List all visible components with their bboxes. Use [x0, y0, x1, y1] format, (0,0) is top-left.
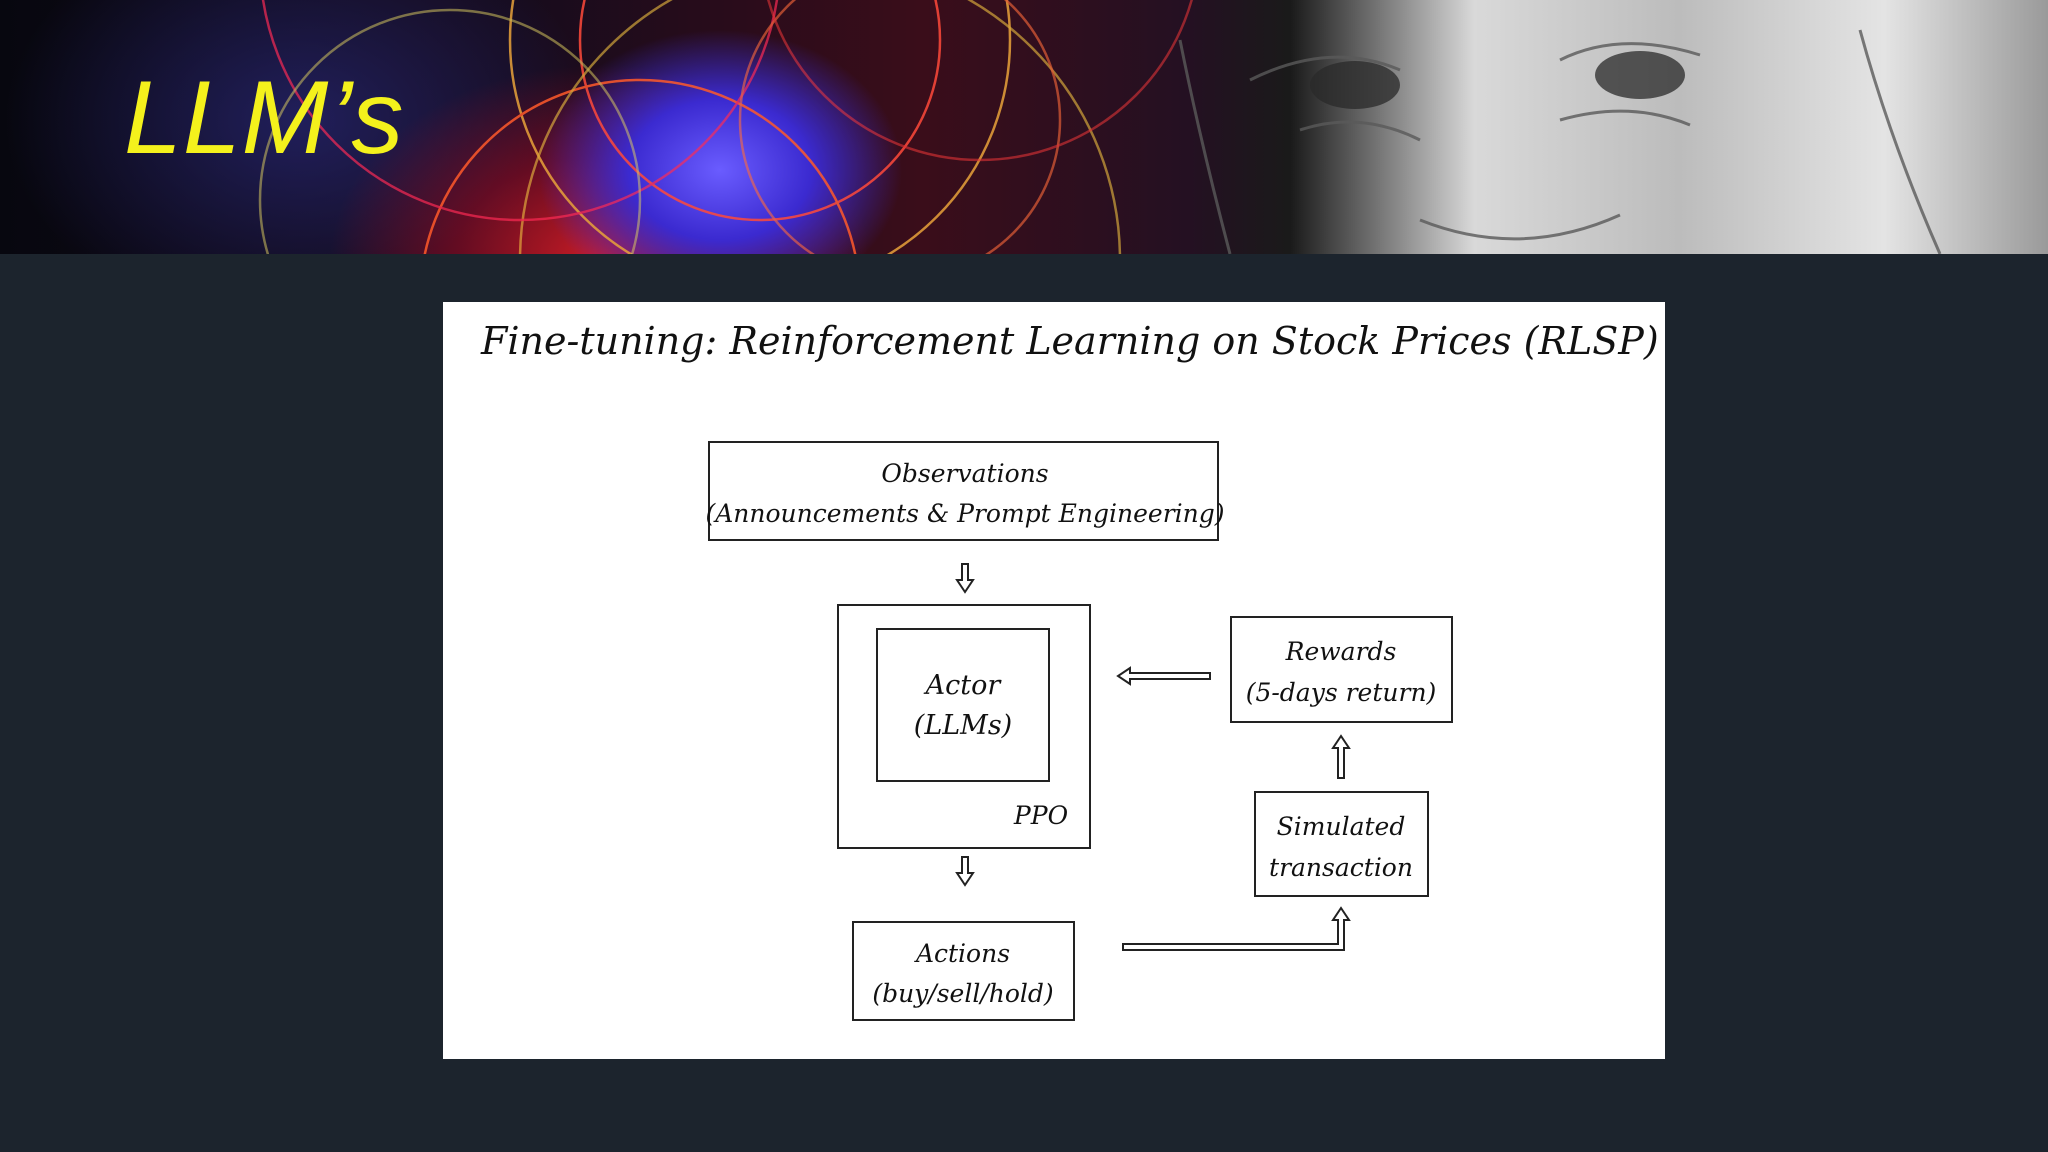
observations-title: Observations [881, 459, 1048, 488]
arrow-ppo-to-actions [955, 856, 975, 887]
actor-title: Actor [923, 670, 1003, 701]
actions-subtitle: (buy/sell/hold) [872, 979, 1053, 1008]
actor-box: Actor (LLMs) [876, 628, 1050, 782]
rewards-box: Rewards (5-days return) [1230, 616, 1453, 723]
actor-subtitle: (LLMs) [914, 710, 1012, 741]
rewards-subtitle: (5-days return) [1246, 678, 1437, 707]
arrow-actions-to-simulated [1122, 906, 1351, 951]
header-banner: LLM’s [0, 0, 2048, 254]
observations-box: Observations (Announcements & Prompt Eng… [705, 441, 1225, 541]
rewards-title: Rewards [1285, 637, 1397, 666]
actions-box: Actions (buy/sell/hold) [852, 921, 1075, 1021]
simulated-transaction-box: Simulated transaction [1254, 791, 1429, 897]
slide-title: LLM’s [124, 60, 405, 176]
ppo-label: PPO [1013, 801, 1068, 830]
arrow-observations-to-ppo [955, 563, 975, 594]
simulated-subtitle: transaction [1269, 853, 1413, 882]
arrow-simulated-to-rewards [1331, 734, 1351, 779]
diagram-figure: Fine-tuning: Reinforcement Learning on S… [443, 302, 1665, 1059]
observations-subtitle: (Announcements & Prompt Engineering) [705, 499, 1224, 528]
arrow-rewards-to-ppo [1116, 666, 1211, 686]
simulated-title: Simulated [1277, 812, 1406, 841]
banner-artwork [258, 0, 1942, 254]
actions-title: Actions [914, 939, 1010, 968]
diagram-heading: Fine-tuning: Reinforcement Learning on S… [480, 319, 1659, 363]
ppo-box: PPO [837, 604, 1091, 849]
